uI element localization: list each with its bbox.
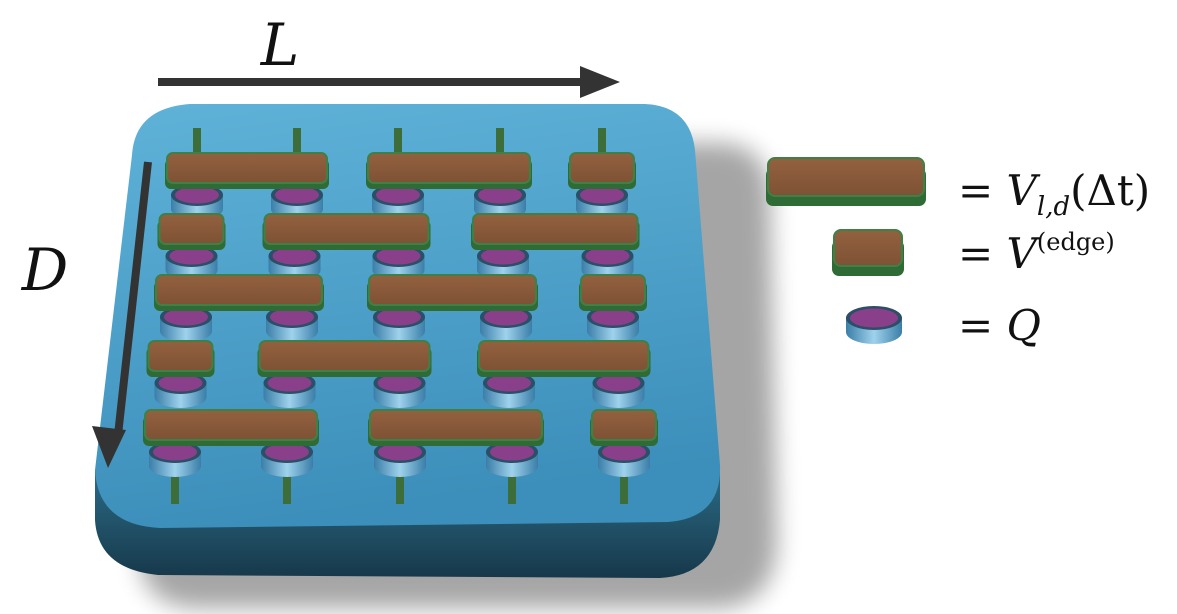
qubit [261,441,313,477]
legend-item-3: = Q [958,301,1041,350]
qubit [160,306,212,342]
gate-leg-top [293,128,301,158]
qubit [374,441,426,477]
axis-L-label: L [260,11,300,79]
legend: = Vl,d(Δt) = V(edge) = Q [766,157,1150,350]
qubit [149,441,201,477]
gate-leg-top [193,128,201,158]
edge-gate-icon [832,229,904,276]
gate-legs [171,128,628,504]
edge-gate [146,340,215,377]
qubit [266,306,318,342]
legend-item-1: = Vl,d(Δt) [958,166,1150,222]
axis-D-label: D [21,236,69,304]
edge-gate [568,152,636,189]
qubit-icon [846,306,902,344]
qubit [592,372,645,409]
edge-gate [590,409,658,446]
gate-leg-bottom [508,464,516,504]
gate-leg-top [598,128,606,158]
qubit [373,372,426,409]
two-site-gate [366,152,532,189]
gate-leg-bottom [171,464,179,504]
qubit [480,306,532,342]
qubit [598,441,650,477]
gate-leg-top [394,128,402,158]
two-site-gate [477,340,651,377]
qubit [587,306,639,342]
gate-leg-bottom [620,464,628,504]
two-site-gate [367,274,538,311]
two-site-gate [257,340,432,377]
edge-gate [579,274,647,311]
gate-leg-top [496,128,504,158]
qubit [373,306,425,342]
axis-L-arrow [158,66,620,98]
two-site-gate [143,409,319,446]
qubit-grid [149,184,650,477]
qubit [483,372,535,408]
two-site-gate [471,213,640,250]
gate-leg-bottom [396,464,404,504]
gate-layer [143,152,658,446]
legend-item-2: = V(edge) [958,228,1115,278]
axis-D-arrow [92,161,152,468]
two-site-gate [368,409,544,446]
edge-gate [157,213,226,250]
two-site-gate [262,213,431,250]
qubit [154,372,207,409]
qubit [263,372,316,409]
gate-leg-bottom [283,464,291,504]
two-site-gate [165,152,329,189]
qubit [486,441,538,477]
two-site-gate-icon [766,157,926,206]
two-site-gate [154,274,324,311]
